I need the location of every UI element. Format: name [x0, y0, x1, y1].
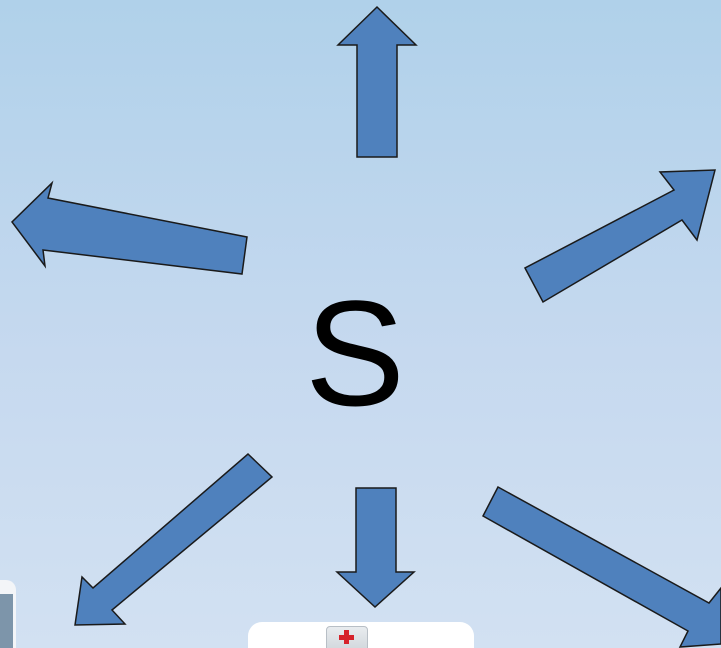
first-aid-kit-icon — [326, 626, 368, 648]
center-letter: S — [304, 269, 406, 437]
red-cross-horizontal — [339, 635, 354, 640]
arrow-down-left — [74, 452, 274, 626]
arrow-down — [335, 487, 416, 609]
arrow-up-right — [523, 169, 716, 304]
arrow-down-right — [482, 485, 721, 648]
arrow-up-left — [11, 180, 248, 275]
thumbnail-partial — [0, 580, 16, 648]
thumbnail-image — [0, 594, 13, 648]
arrow-up — [336, 5, 418, 158]
